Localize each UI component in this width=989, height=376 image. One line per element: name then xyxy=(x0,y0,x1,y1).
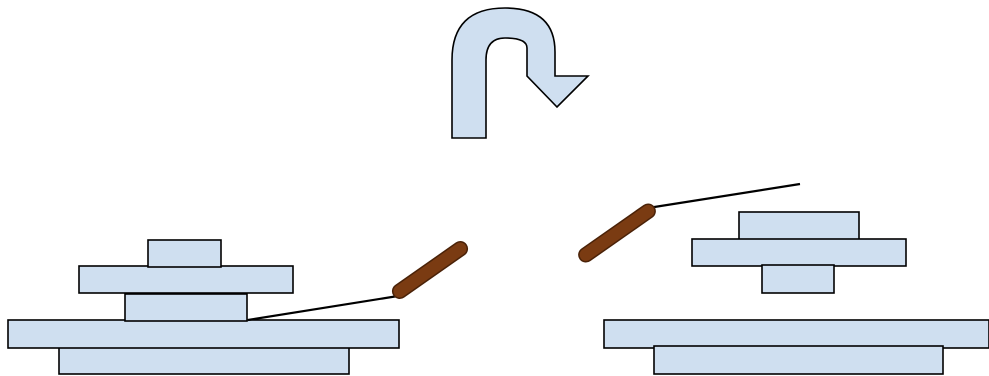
right-base-plate xyxy=(603,319,989,349)
left-wire xyxy=(247,294,399,322)
right-wire xyxy=(647,182,801,210)
left-top-block xyxy=(147,239,222,268)
left-middle-block xyxy=(124,293,248,322)
right-top-block xyxy=(738,211,860,241)
left-stack xyxy=(7,239,400,375)
right-base-plate-bottom xyxy=(653,345,944,375)
left-base-plate xyxy=(7,319,400,349)
left-wide-plate xyxy=(78,265,294,294)
right-small-block xyxy=(761,264,835,294)
left-probe xyxy=(391,241,469,299)
right-stack xyxy=(603,211,989,375)
flip-arrow-icon xyxy=(451,7,590,139)
left-base-plate-bottom xyxy=(58,345,350,375)
right-wide-plate xyxy=(691,238,907,267)
right-probe xyxy=(578,203,656,263)
